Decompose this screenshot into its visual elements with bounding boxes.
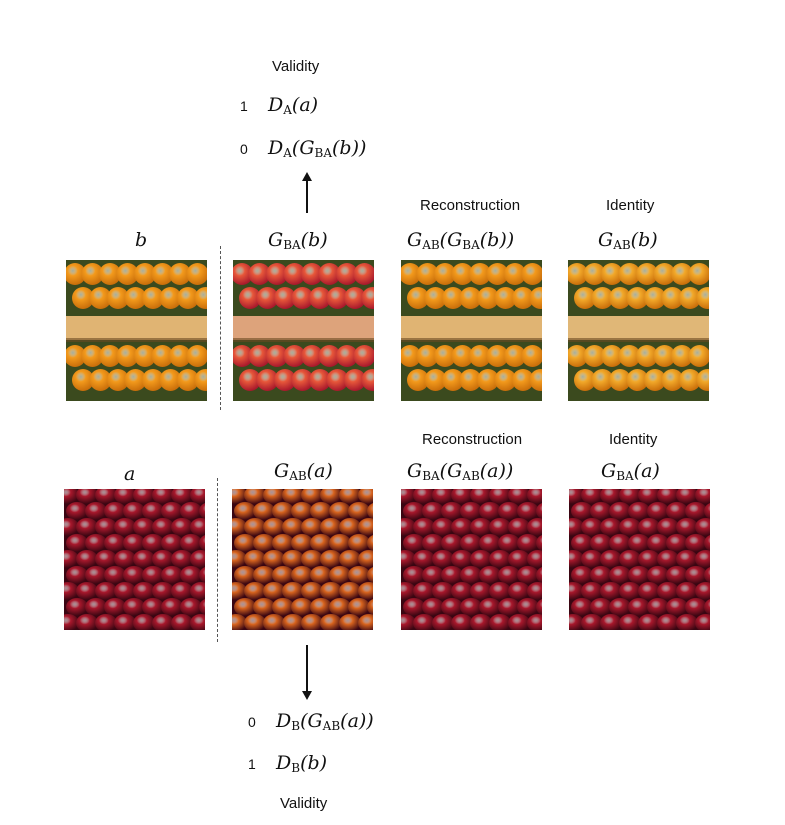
image-oranges-translated: [233, 260, 374, 401]
row-a-divider: [217, 478, 218, 642]
arrow-down-icon: [302, 645, 312, 700]
image-apples-input: [64, 489, 205, 630]
formula-reconstruction-a: GBA(GAB(a)): [407, 460, 514, 483]
formula-g-ab-a: GAB(a): [274, 460, 333, 483]
row-b-divider: [220, 246, 221, 410]
top-validity-heading: Validity: [272, 58, 320, 75]
arrow-up-icon: [302, 172, 312, 213]
row-b-reconstruction-heading: Reconstruction: [420, 197, 521, 214]
bottom-validity-heading: Validity: [280, 795, 328, 812]
formula-d-b-real: DB(b): [276, 752, 328, 775]
bottom-validity-value-real: 1: [248, 756, 256, 772]
image-oranges-input: [66, 260, 207, 401]
row-b-input-label: b: [135, 229, 148, 251]
formula-identity-a: GBA(a): [601, 460, 660, 483]
formula-d-a-real: DA(a): [268, 94, 319, 117]
row-a-identity-heading: Identity: [609, 431, 658, 448]
formula-d-b-fake: DB(GAB(a)): [276, 710, 374, 733]
top-validity-value-fake: 0: [240, 141, 248, 157]
row-a-input-label: a: [124, 463, 136, 485]
image-oranges-identity: [568, 260, 709, 401]
formula-reconstruction-b: GAB(GBA(b)): [407, 229, 515, 252]
formula-d-a-fake: DA(GBA(b)): [268, 137, 367, 160]
image-apples-translated: [232, 489, 373, 630]
top-validity-value-real: 1: [240, 98, 248, 114]
formula-g-ba-b: GBA(b): [268, 229, 328, 252]
image-oranges-reconstructed: [401, 260, 542, 401]
image-apples-identity: [569, 489, 710, 630]
row-b-identity-heading: Identity: [606, 197, 655, 214]
formula-identity-b: GAB(b): [598, 229, 658, 252]
bottom-validity-value-fake: 0: [248, 714, 256, 730]
image-apples-reconstructed: [401, 489, 542, 630]
row-a-reconstruction-heading: Reconstruction: [422, 431, 523, 448]
